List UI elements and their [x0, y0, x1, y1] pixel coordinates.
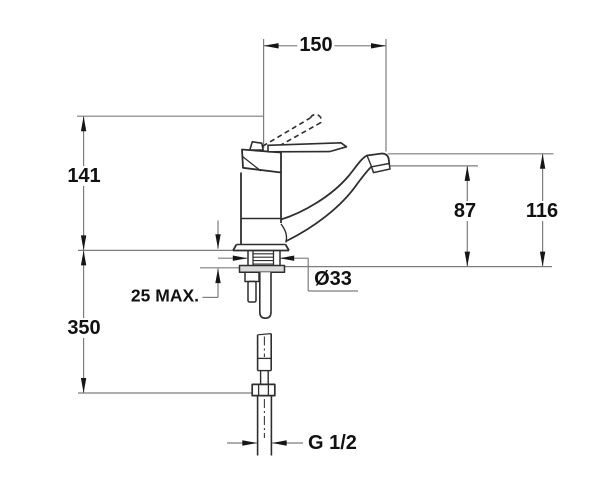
dim-label-spout-reach: 150: [297, 34, 335, 56]
base-left: [232, 244, 238, 251]
base-right: [284, 244, 290, 251]
dimension-arrowheads: [80, 43, 546, 446]
lever-blade: [267, 142, 348, 153]
dim-label-spout-outlet-height: 87: [451, 200, 479, 222]
lower-pipe-assembly: [251, 333, 276, 456]
dim-label-connection-thread: G 1/2: [306, 432, 359, 454]
spout-nose-joint: [366, 155, 373, 167]
dim-label-spout-top-height: 116: [523, 200, 561, 222]
body-spout-fillet: [280, 223, 288, 243]
faucet-outline: [232, 113, 391, 456]
mounting-stud-lower: [247, 280, 257, 303]
spout-bottom-edge: [285, 165, 373, 243]
dim-label-max-deck-thickness: 25 MAX.: [128, 285, 201, 306]
mounting-shank: [247, 250, 281, 266]
cap-seam: [242, 155, 262, 172]
lever-pivot: [249, 141, 264, 151]
spout-top-edge: [280, 152, 391, 221]
aerator: [370, 162, 391, 174]
dim-label-shank-diameter: Ø33: [312, 268, 354, 290]
mounting-washer: [238, 264, 286, 273]
supply-tailpipe: [259, 272, 272, 319]
dim-label-height-above-deck: 141: [65, 165, 103, 187]
dim-label-below-deck-length: 350: [65, 317, 103, 339]
dimension-lines: [77, 39, 554, 444]
mounting-stud-upper: [244, 271, 260, 283]
connector-nut: [251, 383, 276, 397]
